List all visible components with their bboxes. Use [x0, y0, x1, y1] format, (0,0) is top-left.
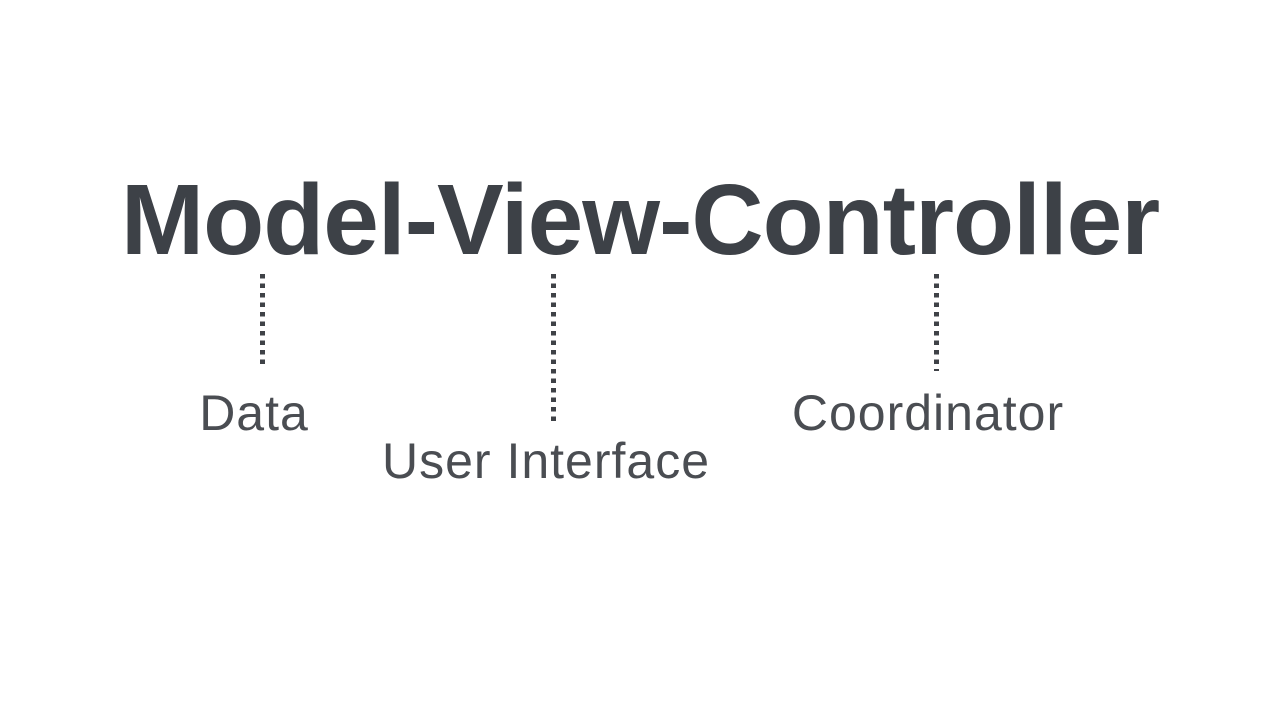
connector-model-to-data: [260, 274, 265, 368]
connector-view-to-user-interface: [551, 274, 556, 422]
annotation-label-controller: Coordinator: [791, 385, 1065, 441]
connector-controller-to-coordinator: [934, 274, 939, 371]
annotation-label-model: Data: [199, 385, 309, 441]
annotation-label-view: User Interface: [381, 433, 711, 489]
slide-title: Model-View-Controller: [120, 164, 1160, 276]
